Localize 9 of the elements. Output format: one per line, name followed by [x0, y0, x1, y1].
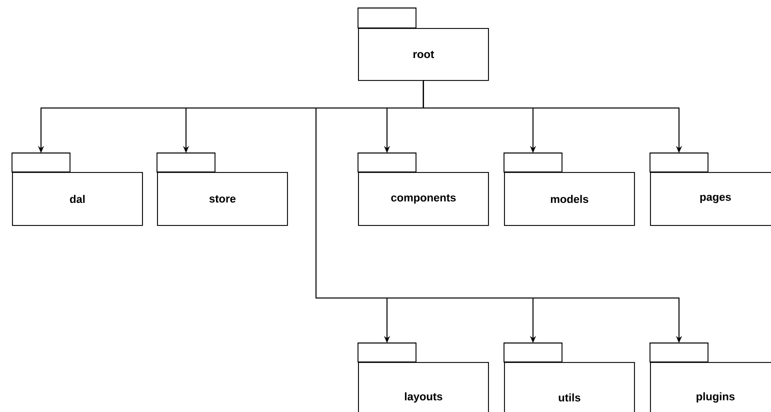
- folder: pages: [650, 152, 771, 226]
- folder: plugins: [650, 342, 771, 412]
- folder: root: [358, 8, 489, 81]
- folder: store: [156, 152, 288, 226]
- folder: models: [504, 152, 635, 226]
- folder: layouts: [358, 342, 489, 412]
- folder: utils: [504, 342, 635, 412]
- folder: dal: [12, 152, 143, 226]
- folder: components: [358, 152, 489, 226]
